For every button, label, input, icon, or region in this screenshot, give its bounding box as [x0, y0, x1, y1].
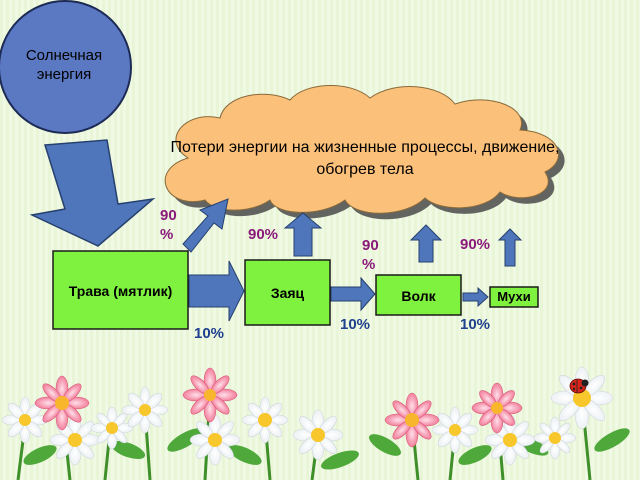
transfer-label-wolf-flies: 10%	[460, 316, 491, 333]
sun-label: Солнечная энергия	[25, 47, 103, 83]
transfer-arrow-wolf-flies	[462, 286, 489, 308]
loss-label-flies: 90%	[460, 236, 491, 253]
loss-arrow-wolf	[409, 224, 443, 263]
daisy-meadow	[1, 366, 630, 480]
node-box-grass	[52, 250, 189, 330]
node-label-grass: Трава (мятлик)	[68, 283, 173, 299]
loss-arrow-hare	[283, 212, 323, 257]
node-label-flies: Мухи	[497, 289, 531, 304]
loss-label-hare: 90%	[248, 226, 279, 243]
transfer-arrow-grass-hare	[188, 260, 245, 322]
ladybug-icon	[569, 378, 589, 394]
transfer-label-grass-hare: 10%	[194, 325, 225, 342]
sun-energy-arrow	[29, 139, 156, 247]
energy-loss-cloud	[164, 85, 565, 220]
node-box-hare	[244, 259, 331, 326]
loss-label-wolf: 90 %	[362, 237, 379, 273]
transfer-label-hare-wolf: 10%	[340, 316, 371, 333]
loss-label-grass: 90 %	[160, 207, 177, 243]
node-box-wolf	[375, 274, 462, 316]
node-label-wolf: Волк	[401, 288, 436, 304]
cloud-label: Потери энергии на жизненные процессы, дв…	[170, 139, 560, 178]
loss-arrow-flies	[497, 228, 523, 267]
transfer-arrow-hare-wolf	[330, 276, 376, 312]
node-box-flies	[489, 286, 539, 308]
loss-arrow-grass	[182, 198, 229, 253]
node-label-hare: Заяц	[270, 285, 305, 301]
sun-circle	[0, 0, 132, 134]
